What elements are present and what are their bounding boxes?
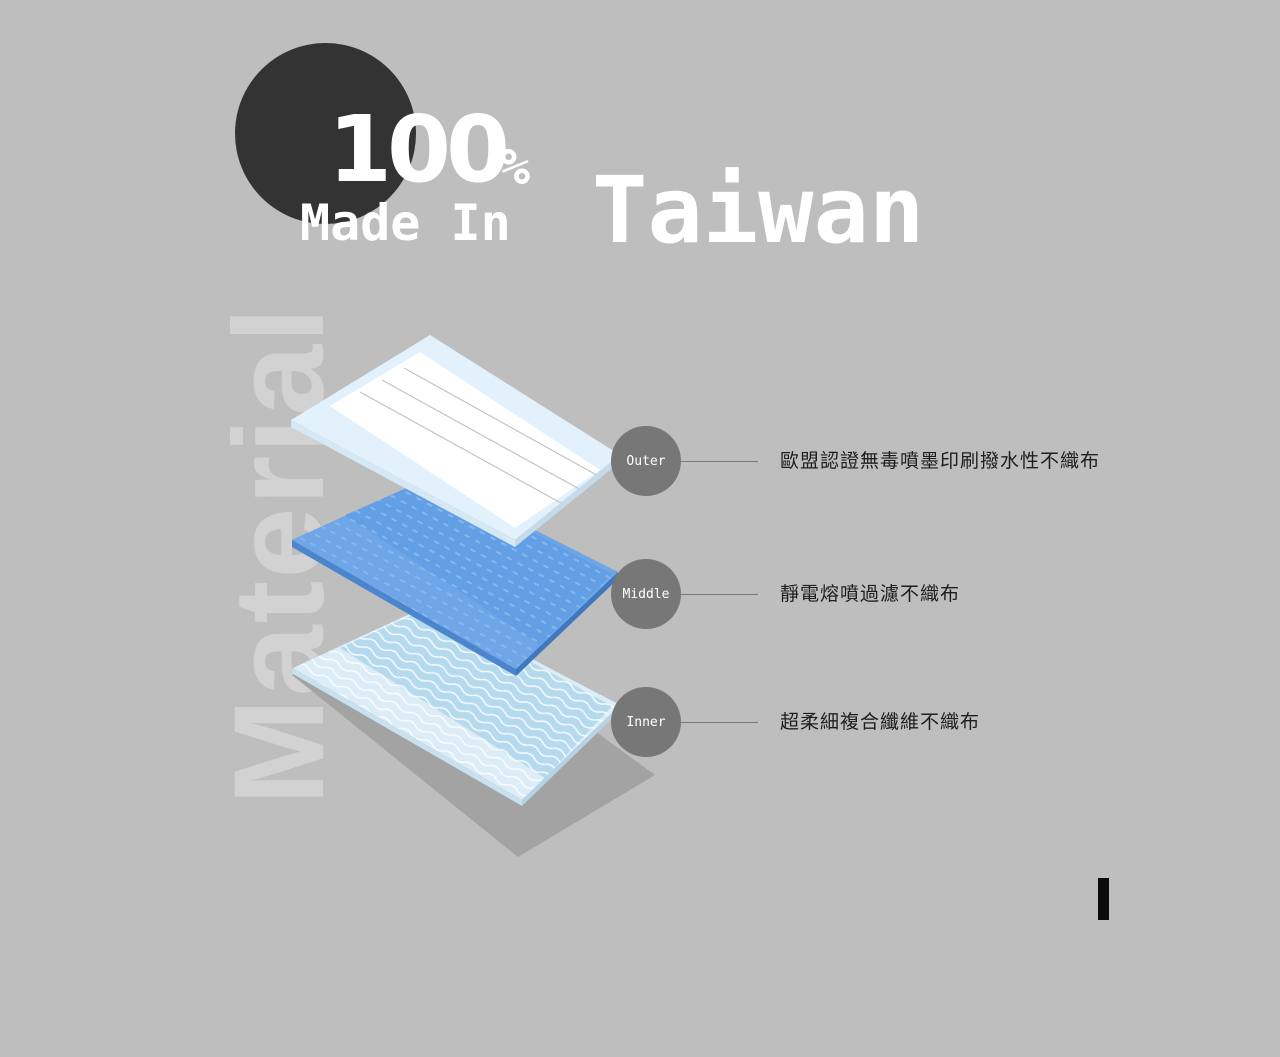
layer-label-inner-text: Inner: [626, 714, 666, 730]
inner-layer-description: 超柔細複合纖維不織布: [780, 711, 981, 733]
outer-layer: [291, 335, 620, 547]
middle-connector-line: [681, 594, 758, 595]
layer-label-inner: Inner: [611, 687, 681, 757]
inner-layer: [293, 605, 620, 806]
end-bar-mark: [1098, 878, 1109, 920]
made-in-text: Made In: [300, 194, 511, 252]
middle-layer: [292, 477, 618, 676]
country-text: Taiwan: [592, 157, 925, 264]
layer-label-outer: Outer: [611, 426, 681, 496]
outer-layer-description: 歐盟認證無毒噴墨印刷撥水性不織布: [780, 450, 1101, 472]
layer-label-middle-text: Middle: [622, 586, 670, 602]
inner-connector-line: [681, 722, 758, 723]
outer-connector-line: [681, 461, 758, 462]
layer-label-middle: Middle: [611, 559, 681, 629]
layer-label-outer-text: Outer: [626, 453, 666, 469]
percent-sign: %: [500, 138, 531, 196]
percent-number: 100: [328, 96, 510, 203]
header-circle: [235, 43, 416, 224]
middle-layer-description: 靜電熔噴過濾不織布: [780, 583, 961, 605]
